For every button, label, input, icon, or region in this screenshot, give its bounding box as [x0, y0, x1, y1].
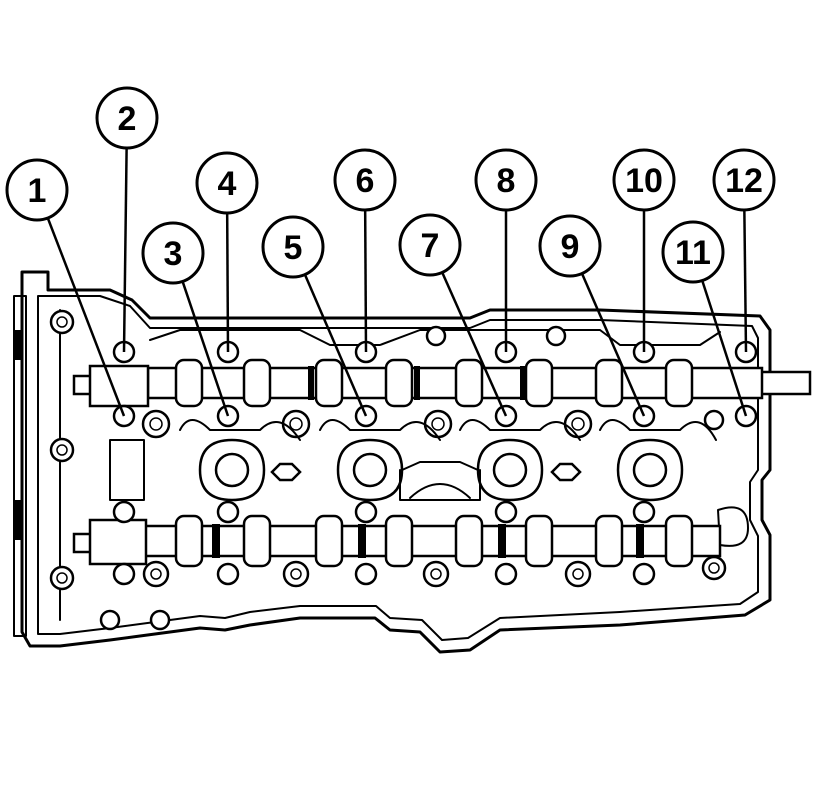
callout-3: 3 — [141, 221, 230, 417]
callout-number: 4 — [218, 165, 237, 203]
callout-leader-line — [743, 209, 748, 353]
callout-leader-line — [441, 271, 508, 417]
callout-circle — [474, 148, 538, 212]
callout-leader-line — [46, 217, 126, 417]
callout-11: 11 — [661, 220, 748, 417]
callout-circle — [398, 213, 462, 277]
callout-9: 9 — [538, 214, 646, 417]
callout-number: 9 — [561, 228, 580, 266]
callout-6: 6 — [333, 148, 397, 353]
callout-8: 8 — [474, 148, 538, 352]
callout-leader-line — [225, 212, 230, 353]
intake-camshaft — [72, 358, 764, 408]
callout-number: 5 — [284, 229, 303, 267]
callout-circle — [538, 214, 602, 278]
callout-circle — [712, 148, 776, 212]
valve-spring-area — [109, 409, 717, 502]
callout-number: 2 — [118, 100, 137, 138]
callout-7: 7 — [398, 213, 508, 417]
callout-number: 11 — [675, 234, 711, 272]
callout-number: 1 — [28, 172, 47, 210]
callout-circle — [195, 151, 259, 215]
callout-10: 10 — [612, 148, 676, 352]
callout-number: 3 — [164, 235, 183, 273]
callout-leader-line — [303, 274, 368, 417]
callout-circle — [333, 148, 397, 212]
callout-circle — [141, 221, 205, 285]
callout-1: 1 — [5, 158, 126, 417]
callout-2: 2 — [95, 86, 159, 353]
callout-number: 10 — [625, 162, 663, 200]
callout-leader-line — [580, 273, 646, 417]
callout-number: 8 — [497, 162, 516, 200]
callout-circle — [612, 148, 676, 212]
callout-leader-line — [122, 147, 128, 353]
callout-circle — [5, 158, 69, 222]
exhaust-camshaft — [72, 514, 722, 568]
callout-circle — [95, 86, 159, 150]
callout-leader-line — [701, 280, 748, 417]
callout-number: 7 — [421, 227, 440, 265]
callout-leader-line — [181, 281, 230, 417]
cylinder-head-housing — [13, 270, 812, 654]
callout-4: 4 — [195, 151, 259, 353]
callout-circle — [261, 215, 325, 279]
callout-number: 12 — [725, 162, 763, 200]
callout-5: 5 — [261, 215, 368, 417]
callout-circle — [661, 220, 725, 284]
callout-number: 6 — [356, 162, 375, 200]
lower-cap-bolts — [112, 500, 656, 588]
callout-leader-line — [363, 209, 368, 353]
callout-12: 12 — [712, 148, 776, 353]
